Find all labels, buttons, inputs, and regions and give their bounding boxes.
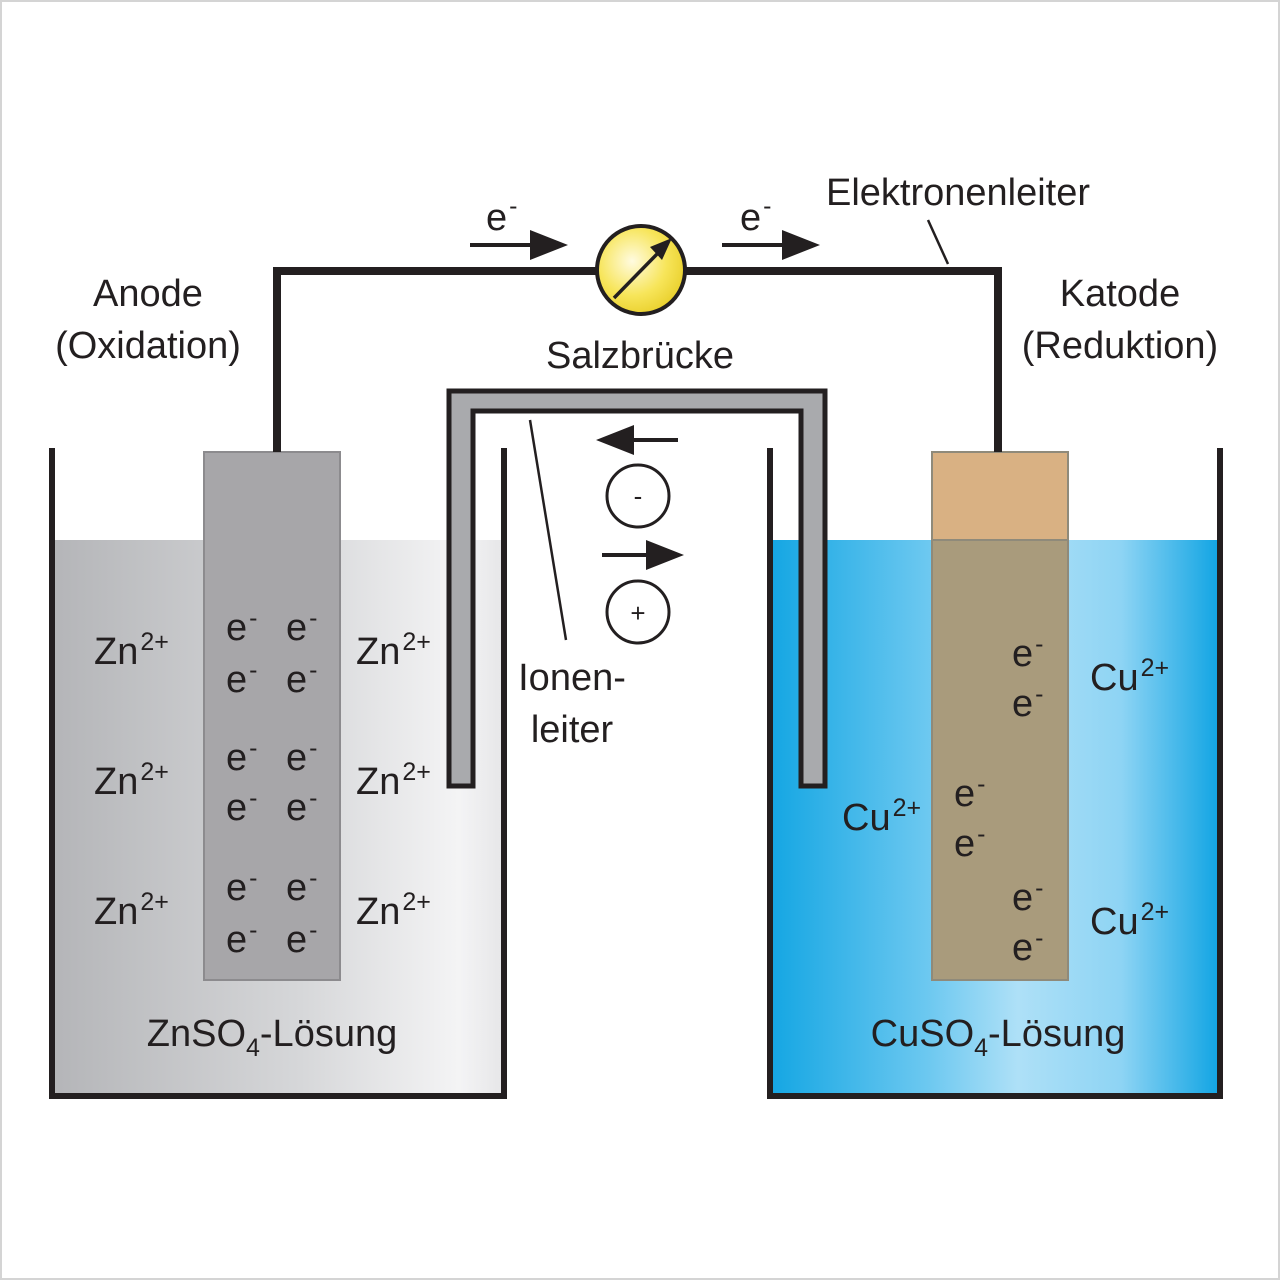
electron: e- (1012, 680, 1043, 725)
electron-label-top-right: e- (740, 192, 771, 239)
electron-conductor-leader-line (926, 219, 950, 265)
electron: e- (226, 916, 257, 961)
copper-ion: Cu2+ (842, 794, 921, 839)
copper-electrode-top (931, 451, 1069, 541)
salt-bridge-tube (446, 388, 828, 789)
zinc-electrode (203, 451, 341, 981)
cathode-label: Katode (1060, 273, 1180, 315)
electron: e- (226, 864, 257, 909)
copper-ion: Cu2+ (1090, 898, 1169, 943)
ion-conductor-label-line-2: leiter (531, 709, 614, 751)
electron-flow-arrow-left (470, 230, 568, 260)
voltmeter (595, 224, 687, 316)
electron: e- (1012, 874, 1043, 919)
zinc-ion: Zn2+ (94, 628, 169, 673)
anion-circle (605, 463, 671, 529)
cation-sign: + (630, 598, 645, 628)
electron: e- (954, 770, 985, 815)
arrow-right-icon (646, 540, 684, 570)
zinc-ion: Zn2+ (356, 758, 431, 803)
ion-conductor-label-line-1: Ionen- (518, 657, 626, 699)
copper-solution-label: CuSO4-Lösung (871, 1013, 1126, 1062)
cathode-sublabel: (Reduktion) (1022, 325, 1218, 367)
arrow-right-icon (782, 230, 820, 260)
ion-conductor-leader-line (528, 419, 568, 641)
salt-bridge (446, 388, 828, 789)
cation-circle (605, 579, 671, 645)
arrow-right-icon (530, 230, 568, 260)
copper-electrode-submerged (931, 539, 1069, 981)
electron: e- (1012, 924, 1043, 969)
salt-bridge-label: Salzbrücke (546, 335, 734, 377)
anode-sublabel: (Oxidation) (55, 325, 241, 367)
right-beaker-wall (767, 448, 1223, 1099)
electron: e- (286, 916, 317, 961)
copper-ion: Cu2+ (1090, 654, 1169, 699)
zinc-ion: Zn2+ (94, 758, 169, 803)
electron: e- (286, 784, 317, 829)
electron: e- (226, 604, 257, 649)
zinc-ion: Zn2+ (94, 888, 169, 933)
meter-needle (612, 249, 662, 300)
electron: e- (226, 784, 257, 829)
cation-flow-arrow (602, 540, 684, 570)
electron: e- (226, 734, 257, 779)
electron: e- (286, 864, 317, 909)
meter-needle-arrow-icon (650, 238, 672, 260)
electron-label-top-left: e- (486, 192, 517, 239)
electron: e- (226, 656, 257, 701)
electron: e- (286, 604, 317, 649)
zinc-ion: Zn2+ (356, 628, 431, 673)
anion-sign: - (634, 481, 643, 511)
electron-flow-arrow-right (722, 230, 820, 260)
left-beaker-wall (49, 448, 507, 1099)
anode-label: Anode (93, 273, 203, 315)
electron: e- (954, 820, 985, 865)
electron: e- (1012, 630, 1043, 675)
electron: e- (286, 734, 317, 779)
arrow-left-icon (596, 425, 634, 455)
ion-markers: Zn2+ Zn2+ Zn2+ Zn2+ Zn2+ Zn2+ e-e-e-e-e-e-e-e-… (94, 604, 1169, 969)
zinc-solution-label: ZnSO4-Lösung (147, 1013, 397, 1062)
electron-conductor-label: Elektronenleiter (826, 172, 1090, 214)
electron: e- (286, 656, 317, 701)
anion-flow-arrow (596, 425, 678, 455)
zinc-ion: Zn2+ (356, 888, 431, 933)
